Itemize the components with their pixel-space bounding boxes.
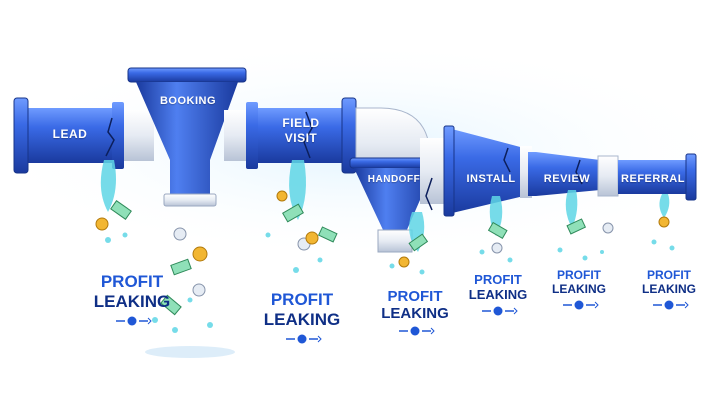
profit-leaking-label: PROFIT LEAKING: [458, 272, 538, 322]
profit-leaking-label: PROFIT LEAKING: [252, 290, 352, 350]
stage-label-field-visit: FIELD VISIT: [282, 116, 320, 145]
money-bag-arrow-icon: [82, 314, 182, 332]
stage-label-handoff: HANDOFF: [367, 174, 421, 185]
money-bag-arrow-icon: [632, 298, 706, 316]
arrow-right-icon: [482, 306, 518, 316]
install-pipe: [420, 125, 532, 217]
profit-leaking-label: PROFIT LEAKING: [82, 272, 182, 332]
profit-leaking-label: PROFIT LEAKING: [632, 268, 706, 316]
profit-leaking-label: PROFIT LEAKING: [370, 288, 460, 342]
stage-label-lead: LEAD: [52, 127, 88, 141]
arrow-right-icon: [286, 334, 322, 344]
crack-icon: [105, 111, 583, 211]
stage-label-referral: REFERRAL: [621, 173, 685, 185]
money-bag-arrow-icon: [458, 304, 538, 322]
banknote-icon: [110, 200, 587, 316]
money-bag-arrow-icon: [370, 324, 460, 342]
review-pipe: [528, 152, 619, 197]
arrow-right-icon: [399, 326, 435, 336]
arrow-right-icon: [653, 300, 689, 310]
profit-leaking-label: PROFIT LEAKING: [542, 268, 616, 316]
lead-pipe: [13, 97, 154, 174]
coin-icon: [95, 190, 670, 297]
handoff-funnel: [349, 157, 439, 253]
money-bag-arrow-icon: [542, 298, 616, 316]
field-visit-pipe: [258, 97, 357, 174]
arrow-right-icon: [116, 316, 152, 326]
money-bag-arrow-icon: [252, 332, 352, 350]
booking-funnel: [127, 67, 247, 207]
stage-label-booking: BOOKING: [159, 95, 217, 107]
stage-label-install: INSTALL: [466, 173, 516, 185]
arrow-right-icon: [563, 300, 599, 310]
stage-label-review: REVIEW: [543, 173, 591, 185]
referral-pipe: [618, 153, 697, 201]
